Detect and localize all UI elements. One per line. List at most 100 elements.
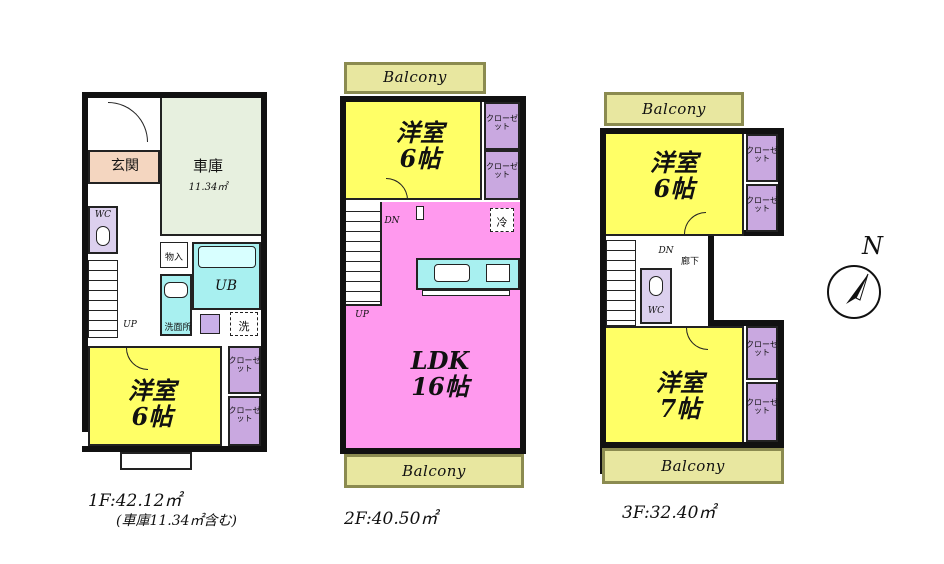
hall-label: 廊下 bbox=[680, 257, 699, 267]
counter-edge bbox=[422, 290, 510, 296]
wall bbox=[82, 446, 267, 452]
wall bbox=[520, 96, 526, 454]
closet-label: クローゼット bbox=[486, 162, 518, 179]
sink-icon bbox=[164, 282, 188, 298]
compass: N bbox=[824, 232, 894, 322]
closet-2f-a bbox=[484, 102, 520, 150]
garage-label: 車庫 bbox=[192, 157, 223, 175]
bedroom-2f-size: 6帖 bbox=[399, 144, 441, 173]
closet-label: クローゼット bbox=[486, 114, 518, 131]
wall bbox=[261, 92, 267, 452]
wall bbox=[778, 320, 784, 448]
wall bbox=[340, 96, 346, 454]
balcony-2f-top bbox=[344, 62, 486, 94]
floor2-plan: Balcony 洋室 6帖 クローゼット クローゼット DN UP 冷 LDK … bbox=[340, 60, 530, 494]
balcony-3f-top-label: Balcony bbox=[642, 100, 706, 118]
floor2-area: 2F:40.50㎡ bbox=[344, 509, 438, 529]
wall bbox=[82, 92, 160, 98]
bathtub-icon bbox=[198, 246, 256, 268]
closet-3f-a bbox=[746, 134, 778, 182]
dn-label: DN bbox=[384, 216, 400, 226]
closet-label: クローゼット bbox=[746, 340, 778, 357]
wall bbox=[778, 128, 784, 236]
bedroom-2f bbox=[346, 102, 482, 200]
washer-box bbox=[200, 314, 220, 334]
wc-room bbox=[88, 206, 118, 254]
stairs bbox=[346, 202, 382, 306]
closet-2f-b bbox=[484, 150, 520, 200]
ldk-name: LDK bbox=[410, 346, 470, 375]
closet-1f-a bbox=[228, 346, 261, 394]
ub-label: UB bbox=[214, 278, 238, 294]
sink-icon bbox=[434, 264, 470, 282]
garage-room bbox=[160, 98, 261, 236]
wall bbox=[708, 230, 784, 236]
bedroom-1f bbox=[88, 346, 222, 446]
wall bbox=[82, 92, 88, 432]
floor3-plan: Balcony 洋室 6帖 クローゼット クローゼット DN 廊下 WC 洋室 … bbox=[600, 90, 788, 490]
bedroom-1f-name: 洋室 bbox=[128, 376, 176, 405]
up-label: UP bbox=[123, 320, 137, 330]
fridge-box bbox=[490, 208, 514, 232]
stove-icon bbox=[486, 264, 510, 282]
floor1-area: 1F:42.12㎡ bbox=[88, 491, 182, 511]
bay-window bbox=[120, 452, 192, 470]
compass-icon bbox=[827, 265, 881, 319]
wall bbox=[600, 442, 784, 448]
wc-label: WC bbox=[94, 210, 112, 220]
bedroom-3f-b-size: 7帖 bbox=[659, 394, 701, 423]
wall bbox=[600, 128, 606, 474]
wall bbox=[340, 96, 526, 102]
dn-label: DN bbox=[658, 246, 674, 256]
bedroom-3f-a bbox=[606, 134, 744, 236]
bedroom-1f-size: 6帖 bbox=[131, 402, 173, 431]
floor3-area: 3F:32.40㎡ bbox=[622, 503, 716, 523]
closet-label: クローゼット bbox=[228, 406, 261, 423]
storage-room bbox=[160, 242, 188, 268]
genkan-label: 玄関 bbox=[111, 158, 139, 174]
balcony-3f-bottom-label: Balcony bbox=[661, 457, 725, 475]
genkan-room bbox=[88, 150, 160, 184]
closet-label: クローゼット bbox=[228, 356, 261, 373]
closet-1f-b bbox=[228, 396, 261, 446]
laundry-box bbox=[230, 312, 258, 336]
door-arc bbox=[108, 102, 148, 142]
garage-area-label: 11.34㎡ bbox=[188, 182, 228, 193]
closet-label: クローゼット bbox=[746, 196, 778, 213]
floor1-plan: 車庫 11.34㎡ 玄関 WC UP 物入 UB 洗面所 洗 洋室 6帖 クロー… bbox=[82, 92, 267, 470]
balcony-2f-bottom bbox=[344, 454, 524, 488]
balcony-2f-top-label: Balcony bbox=[383, 68, 447, 86]
laundry-label: 洗 bbox=[238, 320, 250, 333]
pillar bbox=[416, 206, 424, 220]
wall bbox=[600, 128, 784, 134]
balcony-2f-bottom-label: Balcony bbox=[402, 462, 466, 480]
compass-n-label: N bbox=[862, 232, 883, 260]
washroom-label: 洗面所 bbox=[164, 323, 192, 333]
wc-label: WC bbox=[647, 306, 665, 316]
wall bbox=[708, 320, 784, 326]
closet-3f-b bbox=[746, 184, 778, 232]
bedroom-3f-a-size: 6帖 bbox=[653, 174, 695, 203]
up-label: UP bbox=[355, 310, 369, 320]
wall bbox=[708, 230, 714, 326]
storage-label: 物入 bbox=[164, 253, 183, 263]
wall bbox=[160, 92, 267, 98]
balcony-3f-top bbox=[604, 92, 744, 126]
balcony-3f-bottom bbox=[602, 448, 784, 484]
wall bbox=[340, 448, 526, 454]
closet-label: クローゼット bbox=[746, 146, 778, 163]
bedroom-3f-b bbox=[606, 326, 744, 442]
floor1-area-note: (車庫11.34㎡含む) bbox=[116, 513, 238, 529]
toilet-icon bbox=[96, 226, 110, 246]
fridge-label: 冷 bbox=[496, 216, 508, 229]
stairs bbox=[606, 240, 636, 326]
closet-3f-d bbox=[746, 382, 778, 442]
toilet-icon bbox=[649, 276, 663, 296]
bedroom-3f-a-name: 洋室 bbox=[650, 148, 698, 177]
bedroom-3f-b-name: 洋室 bbox=[656, 368, 704, 397]
stairs bbox=[88, 260, 118, 338]
closet-label: クローゼット bbox=[746, 398, 778, 415]
closet-3f-c bbox=[746, 326, 778, 380]
ldk-size: 16帖 bbox=[411, 372, 469, 401]
bedroom-2f-name: 洋室 bbox=[396, 118, 444, 147]
